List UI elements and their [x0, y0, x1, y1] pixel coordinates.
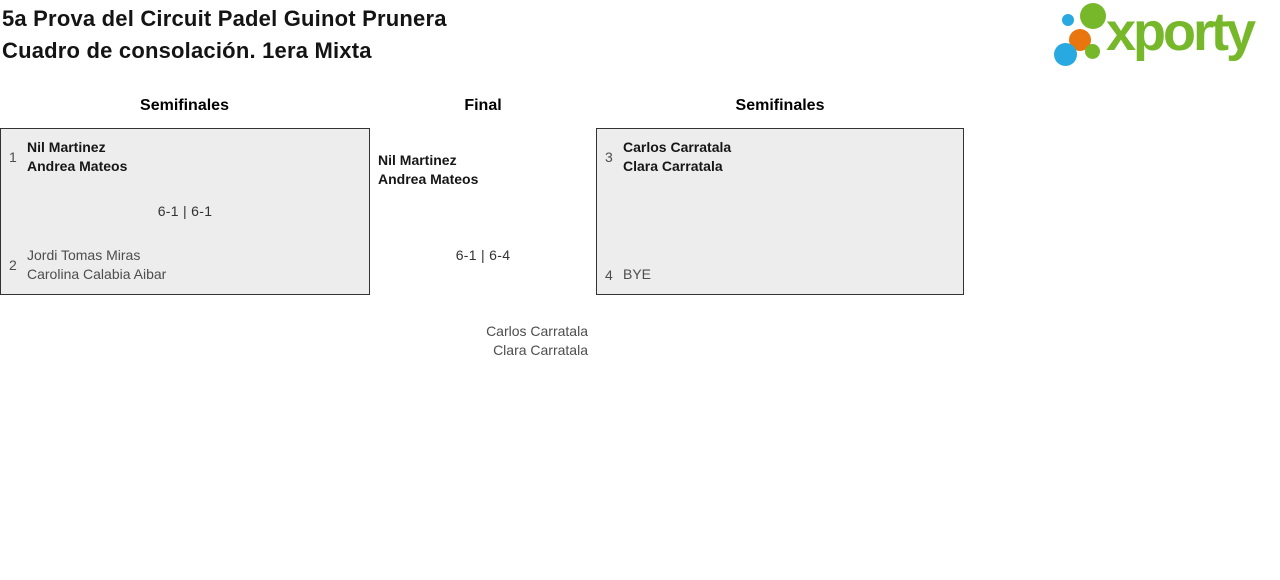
final-loser-team: Carlos Carratala Clara Carratala	[378, 322, 588, 360]
team-players: Jordi Tomas Miras Carolina Calabia Aibar	[27, 246, 166, 284]
team-row: 4 BYE	[605, 265, 955, 284]
page-title: 5a Prova del Circuit Padel Guinot Pruner…	[2, 3, 447, 67]
player-name: Carolina Calabia Aibar	[27, 266, 167, 282]
seed-number: 4	[605, 266, 613, 283]
round-header-semifinales-left: Semifinales	[140, 97, 229, 114]
match-semifinal-right[interactable]: 3 Carlos Carratala Clara Carratala 4 BYE	[596, 128, 964, 295]
player-name: Andrea Mateos	[378, 171, 479, 187]
player-name: Andrea Mateos	[27, 158, 128, 174]
xporty-logo[interactable]: xporty	[1050, 0, 1280, 70]
player-name: Carlos Carratala	[486, 323, 588, 339]
bracket-subtitle: Cuadro de consolación. 1era Mixta	[2, 38, 372, 63]
xporty-wordmark: xporty	[1106, 2, 1256, 62]
seed-number: 1	[9, 149, 17, 165]
team-row: 2 Jordi Tomas Miras Carolina Calabia Aib…	[9, 246, 361, 284]
round-header-semifinales-right: Semifinales	[735, 97, 825, 114]
player-name: Clara Carratala	[493, 342, 588, 358]
team-row: 3 Carlos Carratala Clara Carratala	[605, 138, 955, 176]
seed-number: 3	[605, 149, 613, 165]
player-name: Carlos Carratala	[623, 139, 732, 155]
team-row: 1 Nil Martinez Andrea Mateos	[9, 138, 361, 176]
player-name: BYE	[623, 266, 652, 282]
final-winner-team: Nil Martinez Andrea Mateos	[378, 151, 588, 189]
tournament-title: 5a Prova del Circuit Padel Guinot Pruner…	[2, 6, 447, 31]
match-score	[605, 213, 955, 229]
team-players: BYE	[623, 265, 651, 284]
player-name: Nil Martinez	[27, 139, 106, 155]
round-header-final: Final	[464, 97, 502, 114]
logo-dot-icon	[1054, 43, 1077, 66]
logo-dot-icon	[1069, 29, 1091, 51]
team-players-winner: Carlos Carratala Clara Carratala	[623, 138, 731, 176]
player-name: Clara Carratala	[623, 158, 723, 174]
player-name: Jordi Tomas Miras	[27, 247, 141, 263]
logo-dot-icon	[1062, 14, 1074, 26]
team-players-winner: Nil Martinez Andrea Mateos	[27, 138, 127, 176]
match-semifinal-left[interactable]: 1 Nil Martinez Andrea Mateos 6-1 | 6-1 2…	[0, 128, 370, 295]
logo-dot-icon	[1085, 44, 1100, 59]
final-match-score: 6-1 | 6-4	[455, 247, 511, 263]
logo-dot-icon	[1080, 3, 1106, 29]
match-score: 6-1 | 6-1	[157, 203, 213, 219]
seed-number: 2	[9, 257, 17, 273]
player-name: Nil Martinez	[378, 152, 457, 168]
